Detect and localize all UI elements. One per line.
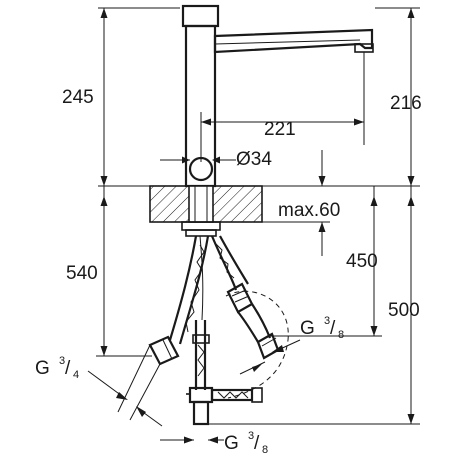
hoses [117, 235, 289, 426]
thread-label-right: G 3 / 8 [300, 315, 344, 341]
thread-label-left: G 3 / 4 [35, 355, 79, 381]
dimension-216 [262, 7, 420, 187]
left-hose-inner [178, 235, 210, 345]
dimension-500 [208, 186, 420, 425]
dimension-245 [98, 7, 180, 187]
svg-text:8: 8 [338, 329, 344, 341]
left-hose-outer [168, 235, 198, 341]
left-hose-fitting [148, 335, 180, 366]
faucet-body [181, 4, 374, 188]
spout-edge-line [214, 39, 361, 45]
thread-leaders [87, 339, 301, 444]
svg-text:3: 3 [59, 355, 65, 367]
thread-label-bottom: G 3 / 8 [224, 430, 268, 456]
faucet-handle [181, 4, 220, 28]
svg-text:G: G [224, 433, 239, 454]
valve-outlet [192, 400, 210, 426]
right-hose-connector [226, 282, 254, 314]
svg-text:8: 8 [262, 444, 268, 456]
label-500: 500 [388, 300, 420, 321]
pullout-path [225, 290, 289, 399]
right-hose-inner [219, 235, 249, 285]
right-hose-outer [210, 235, 238, 291]
dimension-450 [268, 186, 382, 337]
label-max-60: max.60 [278, 200, 340, 221]
label-450: 450 [346, 251, 378, 272]
dimension-221 [200, 112, 364, 162]
svg-text:G: G [300, 318, 315, 339]
mount-shank [188, 185, 214, 223]
svg-text:3: 3 [248, 430, 254, 442]
valve-side-cap [251, 387, 263, 403]
faucet-spout [213, 28, 374, 54]
countertop [149, 185, 263, 237]
label-216: 216 [390, 93, 422, 114]
mounting-nut [181, 221, 221, 231]
svg-text:/: / [254, 433, 260, 454]
valve-cross [188, 386, 214, 404]
right-hose-fitting [256, 332, 280, 360]
valve-side-pipe [210, 388, 254, 402]
svg-text:4: 4 [73, 369, 79, 381]
svg-text:3: 3 [324, 315, 330, 327]
mounting-washer [185, 229, 217, 237]
label-540: 540 [66, 263, 98, 284]
dimension-max-60 [262, 150, 330, 256]
svg-text:/: / [330, 318, 336, 339]
label-221: 221 [264, 119, 296, 140]
label-diameter-34: Ø34 [236, 149, 272, 170]
dimension-diameter-34 [160, 156, 236, 164]
label-245: 245 [62, 87, 94, 108]
svg-text:G: G [35, 358, 50, 379]
valve-block-upper [192, 334, 210, 344]
dimension-540 [96, 186, 152, 357]
svg-text:/: / [65, 358, 71, 379]
